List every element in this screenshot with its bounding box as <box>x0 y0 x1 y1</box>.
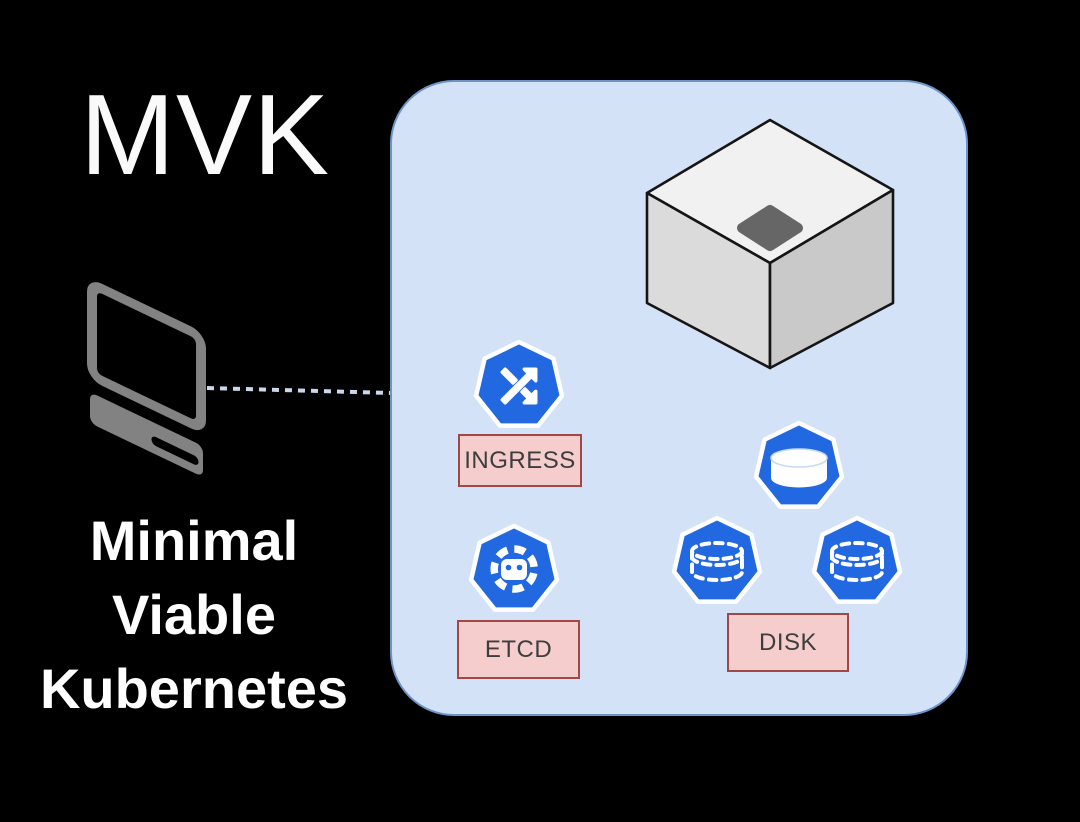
shuffle-arrows-heptagon-icon <box>473 339 565 428</box>
laptop-base-slot <box>151 436 199 465</box>
dashed-cylinder-heptagon-icon <box>811 515 903 604</box>
dashed-connector-line <box>206 386 393 395</box>
dashed-cylinder-glyph <box>690 541 744 582</box>
solid-cylinder-heptagon-icon <box>753 420 845 509</box>
laptop-screen <box>87 282 206 431</box>
laptop-icon <box>87 282 206 475</box>
cube-node-icon <box>645 118 895 370</box>
etcd-gear-heptagon-icon <box>468 523 560 612</box>
cube-top-pad <box>737 205 803 251</box>
subtitle-line-1: Minimal <box>89 509 299 572</box>
cube-right-face <box>768 188 895 370</box>
shuffle-arrows-glyph <box>500 367 538 405</box>
dashed-cylinder-heptagon-icon <box>671 515 763 604</box>
etcd-gear-glyph <box>490 545 538 593</box>
dashed-cylinder-glyph <box>830 541 884 582</box>
ingress-label: INGRESS <box>458 434 582 487</box>
etcd-label: ETCD <box>457 620 580 679</box>
disk-label: DISK <box>727 613 849 672</box>
disk-cylinder-glyph <box>770 448 828 488</box>
subtitle-line-3: Kubernetes <box>39 657 349 720</box>
subtitle-line-2: Viable <box>112 583 276 646</box>
page-title: MVK <box>80 72 331 199</box>
subtitle: Minimal Viable Kubernetes <box>0 504 388 726</box>
